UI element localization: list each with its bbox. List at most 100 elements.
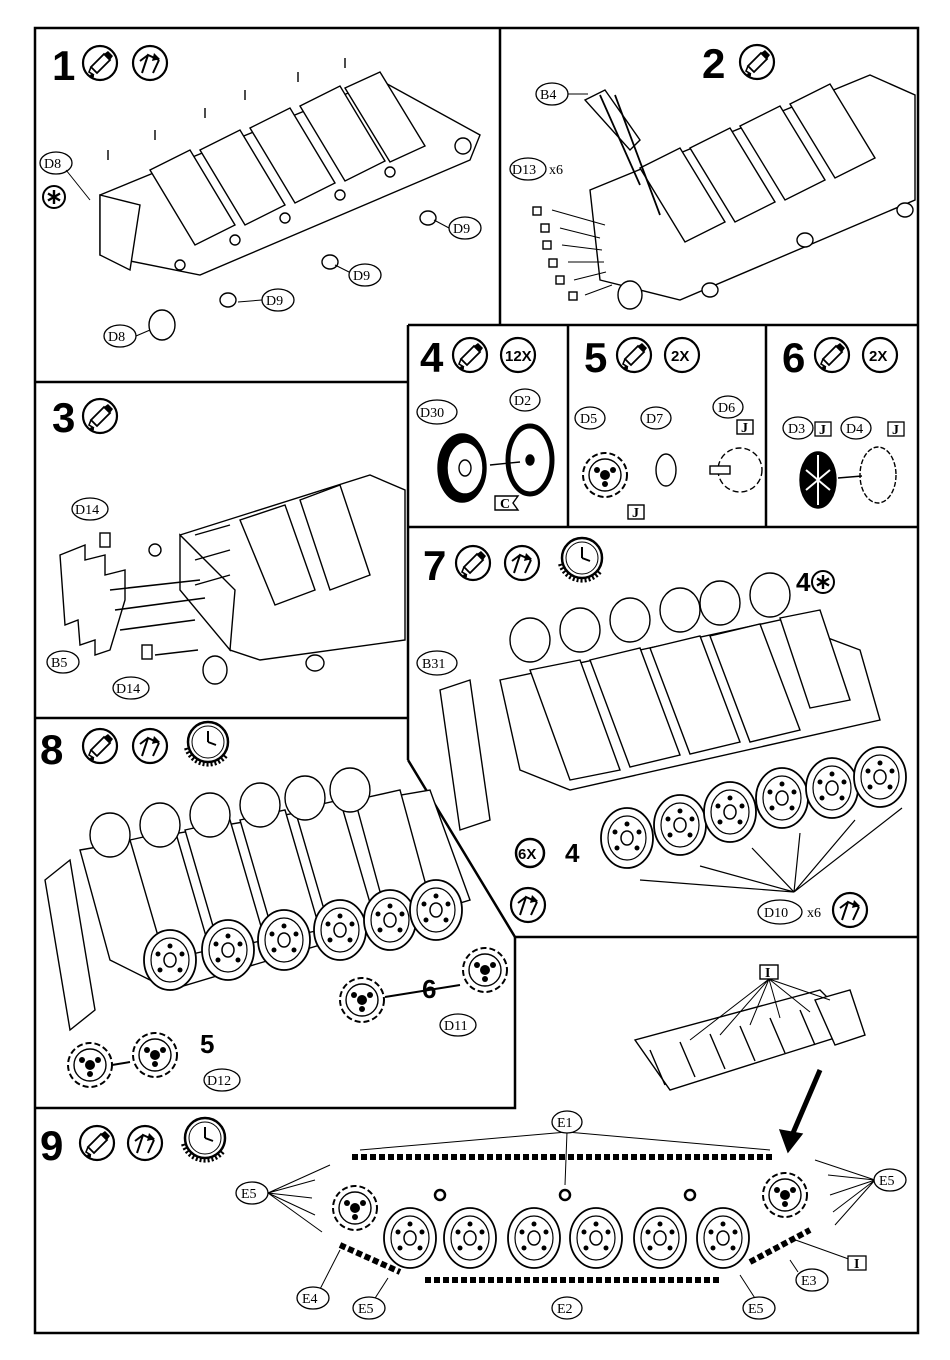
part-label-d9: D9 [453,222,470,237]
part-label-d11: D11 [444,1019,468,1034]
quantity-label: x6 [549,163,563,178]
step-number: 1 [52,42,75,89]
step-4: 4 12X D30 D2 C [417,334,552,512]
wheel-drawing [438,426,552,510]
glue-tube-icon [740,45,774,79]
sprocket-drawing [763,1173,807,1217]
idler-wheel-drawing [463,948,507,992]
do-not-glue-asterisk-icon [43,186,65,208]
step-reference: 4 [796,567,811,597]
turn-over-icon [505,546,539,580]
glue-tube-icon [453,338,487,372]
step-reference: 6 [422,974,436,1004]
step-6: 6 2X D3 D4 J J [782,334,904,508]
road-wheel-drawing [570,1208,622,1268]
road-wheel-drawing [444,1208,496,1268]
road-wheel-drawing [854,747,906,807]
glue-tube-icon [80,1126,114,1160]
glue-tube-icon [83,399,117,433]
step-3: 3 D14 D14 B5 [47,394,405,699]
part-label-d2: D2 [514,394,531,409]
idler-wheel-drawing [333,1186,377,1230]
idler-wheel-drawing [340,978,384,1022]
part-label-e1: E1 [557,1116,573,1131]
road-wheel-drawing [634,1208,686,1268]
step-number: 6 [782,334,805,381]
do-not-glue-asterisk-icon [812,571,834,593]
part-label-d9: D9 [266,294,283,309]
step-reference: 5 [200,1029,214,1059]
step-7: 7 [417,538,906,927]
part-label-b5: B5 [51,656,67,671]
part-label-d8: D8 [44,157,61,172]
idler-wheel-drawing [800,447,896,508]
turn-over-icon [511,888,545,922]
part-label-d7: D7 [646,412,663,427]
decal-label: J [892,423,899,438]
glue-tube-icon [83,729,117,763]
part-label-e5: E5 [748,1302,764,1317]
part-label-d14: D14 [116,682,140,697]
part-label-d12: D12 [207,1074,231,1089]
part-label-b4: B4 [540,88,556,103]
step-5: 5 2X D5 D7 D6 J J [575,334,762,521]
part-label-d14: D14 [75,503,99,518]
part-label-d10: D10 [764,906,788,921]
part-label-b31: B31 [422,657,445,672]
part-label-e2: E2 [557,1302,573,1317]
road-wheel-drawing [697,1208,749,1268]
hull-assembly-drawing [533,75,915,309]
part-label-d3: D3 [788,422,805,437]
step-number: 3 [52,394,75,441]
quantity-label: 2X [671,348,689,365]
part-label-e5: E5 [241,1187,257,1202]
sprocket-drawing [133,1033,177,1077]
part-label-d9: D9 [353,269,370,284]
road-wheel-drawing [704,782,756,842]
part-label-d6: D6 [718,401,735,416]
road-wheel-drawing [314,900,366,960]
part-label-d8: D8 [108,330,125,345]
turn-over-icon [833,893,867,927]
quantity-label: 2X [869,348,887,365]
turn-over-icon [128,1126,162,1160]
glue-tube-icon [456,546,490,580]
part-label-e4: E4 [302,1292,318,1307]
sprocket-drawing [710,448,762,492]
hub-drawing [656,454,676,486]
quantity-label: 6X [518,846,536,863]
road-wheel-drawing [654,795,706,855]
step-number: 8 [40,726,63,773]
road-wheel-drawing [258,910,310,970]
decal-label: J [632,506,639,521]
step-number: 7 [423,542,446,589]
road-wheel-drawing [364,890,416,950]
part-label-d30: D30 [420,406,444,421]
road-wheel-drawing [508,1208,560,1268]
hull-assembly-drawing [60,475,405,684]
decal-label: I [854,1257,859,1272]
road-wheel-drawing [144,930,196,990]
road-wheel-drawing [601,808,653,868]
quantity-label: x6 [807,906,821,921]
drying-time-clock-icon [183,1118,225,1161]
drying-time-clock-icon [186,722,228,765]
decal-label: C [500,497,510,512]
step-number: 9 [40,1122,63,1169]
step-reference: 4 [565,838,580,868]
part-label-d5: D5 [580,412,597,427]
road-wheel-drawing [202,920,254,980]
step-2: 2 B4 D13 x6 [510,40,915,309]
step-8: 8 [40,722,507,1091]
part-label-e5: E5 [358,1302,374,1317]
decal-label: I [765,966,770,981]
turn-over-icon [133,729,167,763]
road-wheel-drawing [756,768,808,828]
quantity-label: 12X [505,348,532,365]
sprocket-drawing [583,453,627,497]
decal-label: J [819,423,826,438]
glue-tube-icon [617,338,651,372]
drying-time-clock-icon [560,538,602,581]
part-label-e5: E5 [879,1174,895,1189]
